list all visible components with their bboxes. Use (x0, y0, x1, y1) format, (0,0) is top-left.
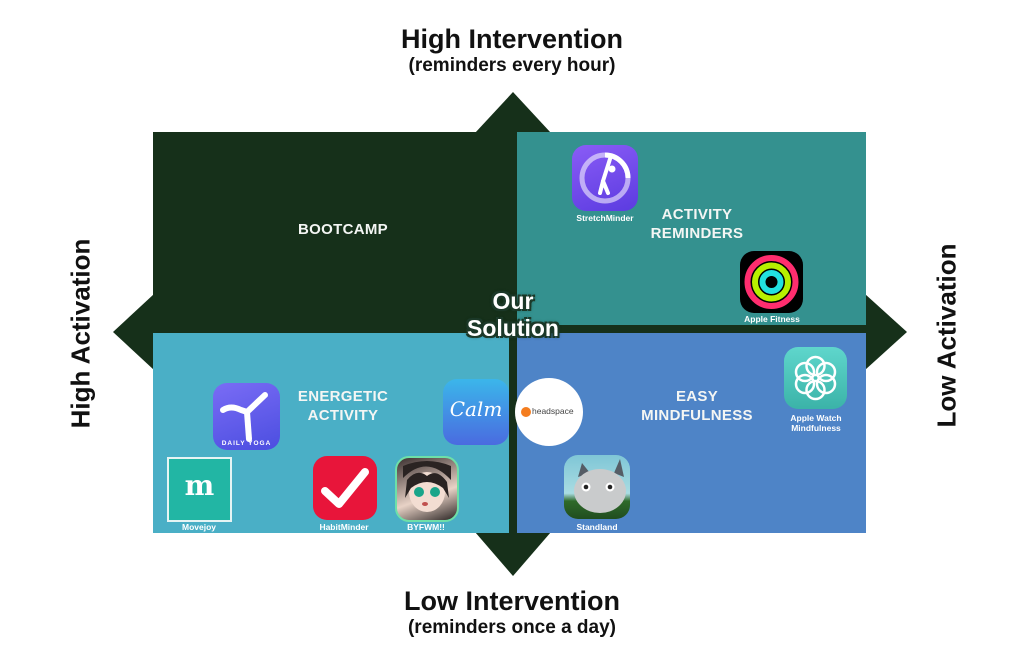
movejoy-text: m (184, 469, 215, 502)
app-movejoy[interactable]: m Movejoy (165, 456, 233, 533)
quadrant-label-energetic-activity: ENERGETIC ACTIVITY (283, 387, 403, 425)
arrow-left (113, 294, 154, 370)
app-name: Standland (576, 522, 618, 532)
app-name: BYFWM!! (407, 522, 445, 532)
label-line: EASY (675, 388, 719, 405)
app-name: Movejoy (181, 522, 216, 532)
app-apple-watch-mindfulness[interactable]: Apple Watch Mindfulness (780, 347, 852, 435)
quadrant-bootcamp: BOOTCAMP (153, 132, 509, 325)
left-axis-title: High Activation (65, 238, 96, 429)
top-axis-sub: (reminders every hour) (408, 55, 616, 76)
calm-logo-icon: Calm (443, 379, 509, 445)
app-calm[interactable]: Calm (443, 379, 509, 445)
arrow-up (475, 92, 551, 133)
label-line: ENERGETIC (297, 388, 389, 405)
flower-icon (784, 347, 847, 409)
right-axis-title: Low Activation (931, 243, 962, 428)
yoga-figure-icon: DAILY YOGA (213, 383, 280, 450)
label-line: REMINDERS (650, 225, 744, 242)
daily-yoga-text: DAILY YOGA (221, 440, 272, 447)
app-name-line: Mindfulness (791, 423, 841, 433)
activity-rings-icon (740, 251, 803, 313)
app-headspace[interactable]: headspace (515, 378, 583, 446)
app-apple-fitness[interactable]: Apple Fitness (736, 251, 808, 326)
checkmark-icon (313, 456, 377, 520)
bottom-axis-title: Low Intervention (reminders once a day) (362, 586, 662, 640)
app-habitminder[interactable]: HabitMinder (309, 456, 379, 533)
app-name: StretchMinder (576, 213, 634, 223)
app-name: Apple Fitness (744, 314, 800, 324)
creature-icon (564, 455, 630, 519)
app-standland[interactable]: Standland (562, 453, 632, 533)
app-name: HabitMinder (319, 522, 369, 532)
label-line: ACTIVITY (661, 206, 733, 223)
our-solution-line: Our (492, 288, 534, 314)
arrow-right (865, 294, 907, 370)
headspace-text: headspace (532, 406, 574, 416)
app-name: Apple Watch Mindfulness (780, 413, 852, 433)
quadrant-label-activity-reminders: ACTIVITY REMINDERS (637, 205, 757, 243)
label-line: MINDFULNESS (641, 407, 753, 424)
quadrant-label-bootcamp: BOOTCAMP (298, 221, 388, 238)
calm-text: Calm (449, 397, 503, 421)
headspace-logo-icon: headspace (515, 378, 583, 446)
bottom-axis-main: Low Intervention (404, 586, 620, 616)
stretch-figure-icon (572, 145, 638, 211)
top-axis-main: High Intervention (401, 24, 623, 54)
arrow-down (475, 532, 551, 576)
quadrant-label-easy-mindfulness: EASY MINDFULNESS (627, 387, 767, 425)
app-stretchminder[interactable]: StretchMinder (571, 145, 639, 227)
our-solution-line: Solution (467, 315, 559, 341)
label-line: ACTIVITY (307, 407, 379, 424)
movejoy-logo-icon: m (167, 457, 232, 522)
bottom-axis-sub: (reminders once a day) (407, 617, 617, 638)
anime-character-icon (395, 456, 459, 522)
headspace-dot (521, 407, 531, 417)
top-axis-title: High Intervention (reminders every hour) (362, 24, 662, 78)
app-daily-yoga[interactable]: DAILY YOGA (213, 383, 280, 450)
our-solution-label: Our Solution (456, 288, 570, 342)
app-byfwm[interactable]: BYFWM!! (393, 456, 459, 533)
app-name-line: Apple Watch (790, 413, 842, 423)
